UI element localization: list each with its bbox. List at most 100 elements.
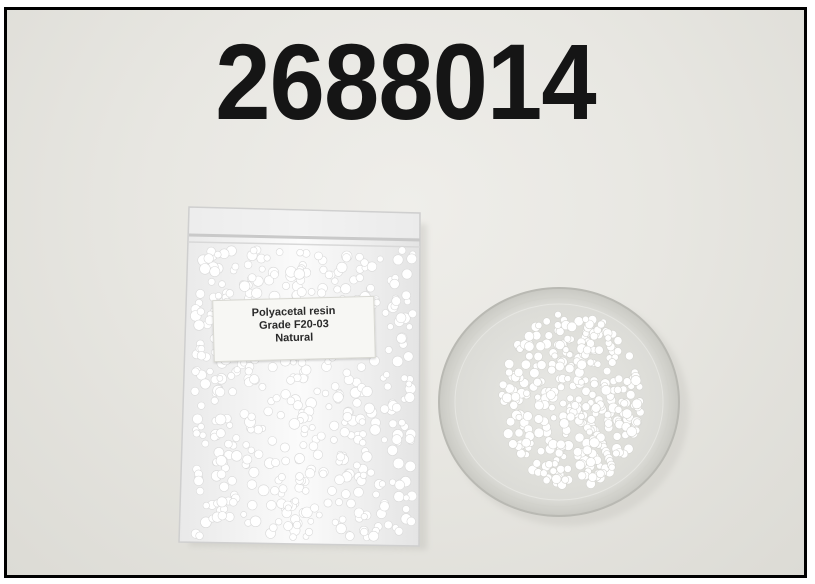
pellet bbox=[199, 263, 211, 275]
pellet bbox=[308, 441, 319, 451]
pellet bbox=[227, 371, 236, 380]
pellet bbox=[612, 432, 622, 441]
pellet bbox=[331, 518, 339, 526]
pellet bbox=[597, 320, 606, 329]
pellet bbox=[219, 481, 230, 492]
pellet bbox=[408, 309, 417, 319]
pellet bbox=[574, 395, 583, 404]
pellet bbox=[546, 390, 556, 400]
pellet bbox=[383, 520, 393, 530]
pellet bbox=[334, 474, 345, 485]
pellet bbox=[612, 449, 620, 458]
pellet bbox=[581, 386, 591, 396]
pellet bbox=[353, 487, 364, 498]
pellet bbox=[582, 345, 592, 355]
pellet bbox=[368, 530, 379, 542]
pellet bbox=[280, 389, 291, 400]
pellet bbox=[394, 526, 404, 536]
pellet bbox=[521, 437, 532, 448]
pellet bbox=[564, 363, 575, 374]
pellet bbox=[246, 479, 257, 490]
pellet bbox=[366, 468, 375, 477]
pellet bbox=[588, 437, 600, 449]
pellet bbox=[286, 396, 296, 406]
pellet bbox=[533, 377, 542, 387]
pellet bbox=[226, 421, 234, 429]
pellet bbox=[376, 255, 384, 263]
pellet bbox=[258, 382, 267, 391]
pellet bbox=[301, 506, 313, 519]
pellet bbox=[314, 251, 323, 261]
pellet bbox=[197, 401, 206, 410]
pellet bbox=[602, 367, 612, 376]
pellet bbox=[225, 289, 234, 298]
pellet bbox=[296, 249, 304, 257]
pellet bbox=[591, 403, 601, 413]
pellet bbox=[386, 323, 394, 331]
pellet bbox=[291, 497, 300, 505]
pellet bbox=[292, 400, 303, 411]
pellet bbox=[626, 426, 638, 437]
pellet bbox=[304, 468, 316, 479]
pellet bbox=[614, 405, 623, 414]
pellet bbox=[232, 434, 241, 442]
dish-pellets bbox=[498, 311, 645, 490]
pellet bbox=[249, 374, 260, 385]
pellet bbox=[216, 374, 224, 382]
pellet bbox=[308, 424, 316, 431]
pellet bbox=[243, 260, 253, 270]
pellet bbox=[608, 358, 617, 367]
pellet bbox=[215, 455, 227, 467]
pellet bbox=[392, 403, 402, 413]
pellet bbox=[553, 321, 562, 329]
pellet bbox=[190, 386, 200, 396]
pellet bbox=[391, 434, 402, 445]
pellet bbox=[336, 261, 348, 273]
pellet bbox=[539, 469, 548, 478]
pellet bbox=[577, 471, 587, 481]
product-code: 2688014 bbox=[215, 21, 596, 142]
pellet bbox=[514, 367, 524, 378]
pellet bbox=[338, 515, 347, 524]
pellet bbox=[209, 266, 221, 277]
pellet bbox=[406, 516, 416, 527]
pellet bbox=[404, 460, 416, 473]
pellet bbox=[192, 413, 203, 425]
pellet bbox=[402, 494, 410, 502]
pellet bbox=[201, 439, 210, 448]
pellet bbox=[621, 408, 633, 419]
pellet bbox=[392, 457, 405, 470]
pellet bbox=[388, 419, 398, 429]
pellet bbox=[217, 511, 227, 521]
pellet bbox=[587, 472, 598, 482]
pellet bbox=[247, 273, 257, 283]
pellet bbox=[596, 469, 605, 479]
pellet bbox=[566, 321, 578, 332]
pellet bbox=[509, 400, 519, 410]
pellet bbox=[293, 520, 302, 530]
pellet bbox=[536, 360, 547, 370]
pellet bbox=[392, 355, 404, 368]
pellet bbox=[206, 367, 214, 376]
pellet bbox=[279, 442, 290, 453]
pellet bbox=[586, 415, 596, 424]
pellet bbox=[251, 287, 263, 299]
pellet bbox=[199, 431, 207, 439]
pellet bbox=[195, 289, 206, 299]
pellet bbox=[389, 278, 400, 290]
pellet bbox=[196, 487, 205, 496]
pellet bbox=[214, 292, 223, 300]
pellet bbox=[586, 358, 595, 367]
pellet bbox=[263, 406, 273, 417]
pellet bbox=[554, 361, 565, 372]
pellet bbox=[590, 379, 599, 389]
pellet bbox=[534, 400, 544, 411]
pellet bbox=[566, 412, 576, 422]
pellet bbox=[253, 424, 263, 435]
pellet bbox=[304, 527, 313, 536]
pellet bbox=[585, 457, 596, 467]
pellet bbox=[381, 436, 388, 444]
pellet bbox=[207, 277, 216, 286]
pellet bbox=[240, 511, 247, 518]
pellet bbox=[556, 464, 566, 474]
